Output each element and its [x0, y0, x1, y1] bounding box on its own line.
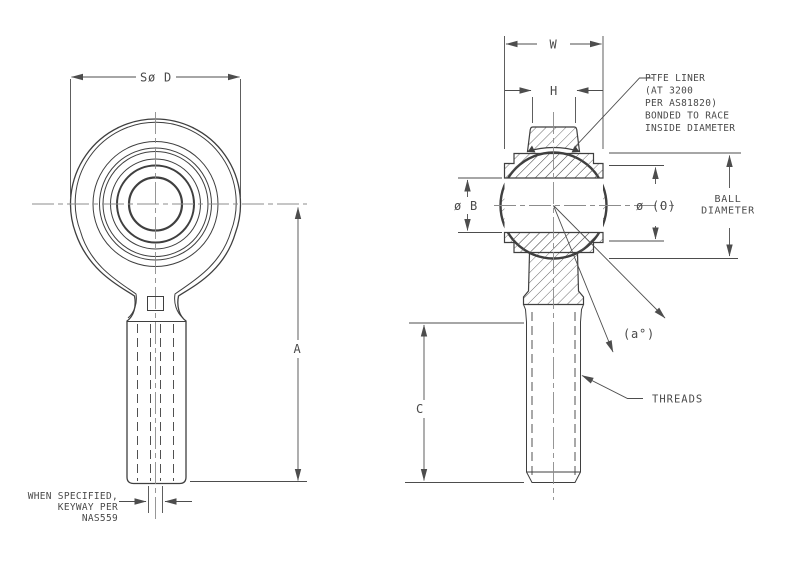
- dim-bore-label: ø B: [454, 199, 478, 213]
- dim-head-width-label: H: [550, 84, 558, 98]
- dim-race-od: ø (O): [609, 165, 676, 242]
- dim-sphere-diameter: Sø D: [70, 71, 241, 197]
- keyway-note-line1: WHEN SPECIFIED,: [28, 491, 118, 502]
- keyway-mark: [147, 296, 164, 311]
- front-shank-hidden-lines: [137, 324, 174, 481]
- ptfe-liner-note: PTFE LINER (AT 3200 PER AS81820) BONDED …: [573, 73, 735, 149]
- keyway-callout: WHEN SPECIFIED, KEYWAY PER NAS559: [28, 486, 192, 524]
- liner-notch-right: [571, 145, 580, 153]
- ptfe-note-line4: BONDED TO RACE: [645, 111, 729, 122]
- threads-callout: THREADS: [581, 375, 703, 406]
- ptfe-note-line5: INSIDE DIAMETER: [645, 123, 735, 134]
- dim-race-width-label: W: [549, 38, 557, 52]
- dim-thread-length: C: [405, 322, 524, 483]
- ball-diameter-label-line1: BALL: [715, 194, 742, 205]
- keyway-note-line3: NAS559: [82, 513, 118, 524]
- dim-head-width: H: [505, 84, 603, 123]
- dim-overall-length-label: A: [293, 342, 301, 356]
- dim-race-od-label: ø (O): [636, 199, 676, 213]
- dim-angle-label: (a°): [623, 327, 655, 341]
- front-view: Sø D A WHEN SPECIFIED, KEYWAY PER NAS559: [28, 71, 307, 524]
- dim-bore: ø B: [454, 177, 502, 233]
- ball-diameter-label-line2: DIAMETER: [701, 206, 755, 217]
- dim-sphere-dia-label: Sø D: [140, 71, 172, 85]
- dim-misalignment-angle: (a°): [553, 205, 666, 353]
- dim-ball-diameter: BALL DIAMETER: [609, 152, 755, 259]
- liner-notch-left: [527, 145, 536, 153]
- race-lower-section: [503, 231, 604, 254]
- dim-thread-length-label: C: [416, 402, 424, 416]
- front-body-outline: [69, 118, 242, 485]
- ptfe-note-line1: PTFE LINER: [645, 73, 705, 84]
- threads-label: THREADS: [652, 394, 703, 406]
- ptfe-note-line2: (AT 3200: [645, 86, 693, 97]
- ptfe-note-line3: PER AS81820): [645, 98, 717, 109]
- front-body-inner-outline: [74, 121, 237, 319]
- keyway-note-line2: KEYWAY PER: [58, 502, 118, 513]
- dim-race-width: W: [504, 36, 604, 149]
- dim-overall-length: A: [190, 207, 307, 482]
- section-view: W H PTFE LINER (AT 3200 PER AS81820) BON…: [405, 36, 755, 500]
- front-body-inner-outline-left: [80, 231, 137, 319]
